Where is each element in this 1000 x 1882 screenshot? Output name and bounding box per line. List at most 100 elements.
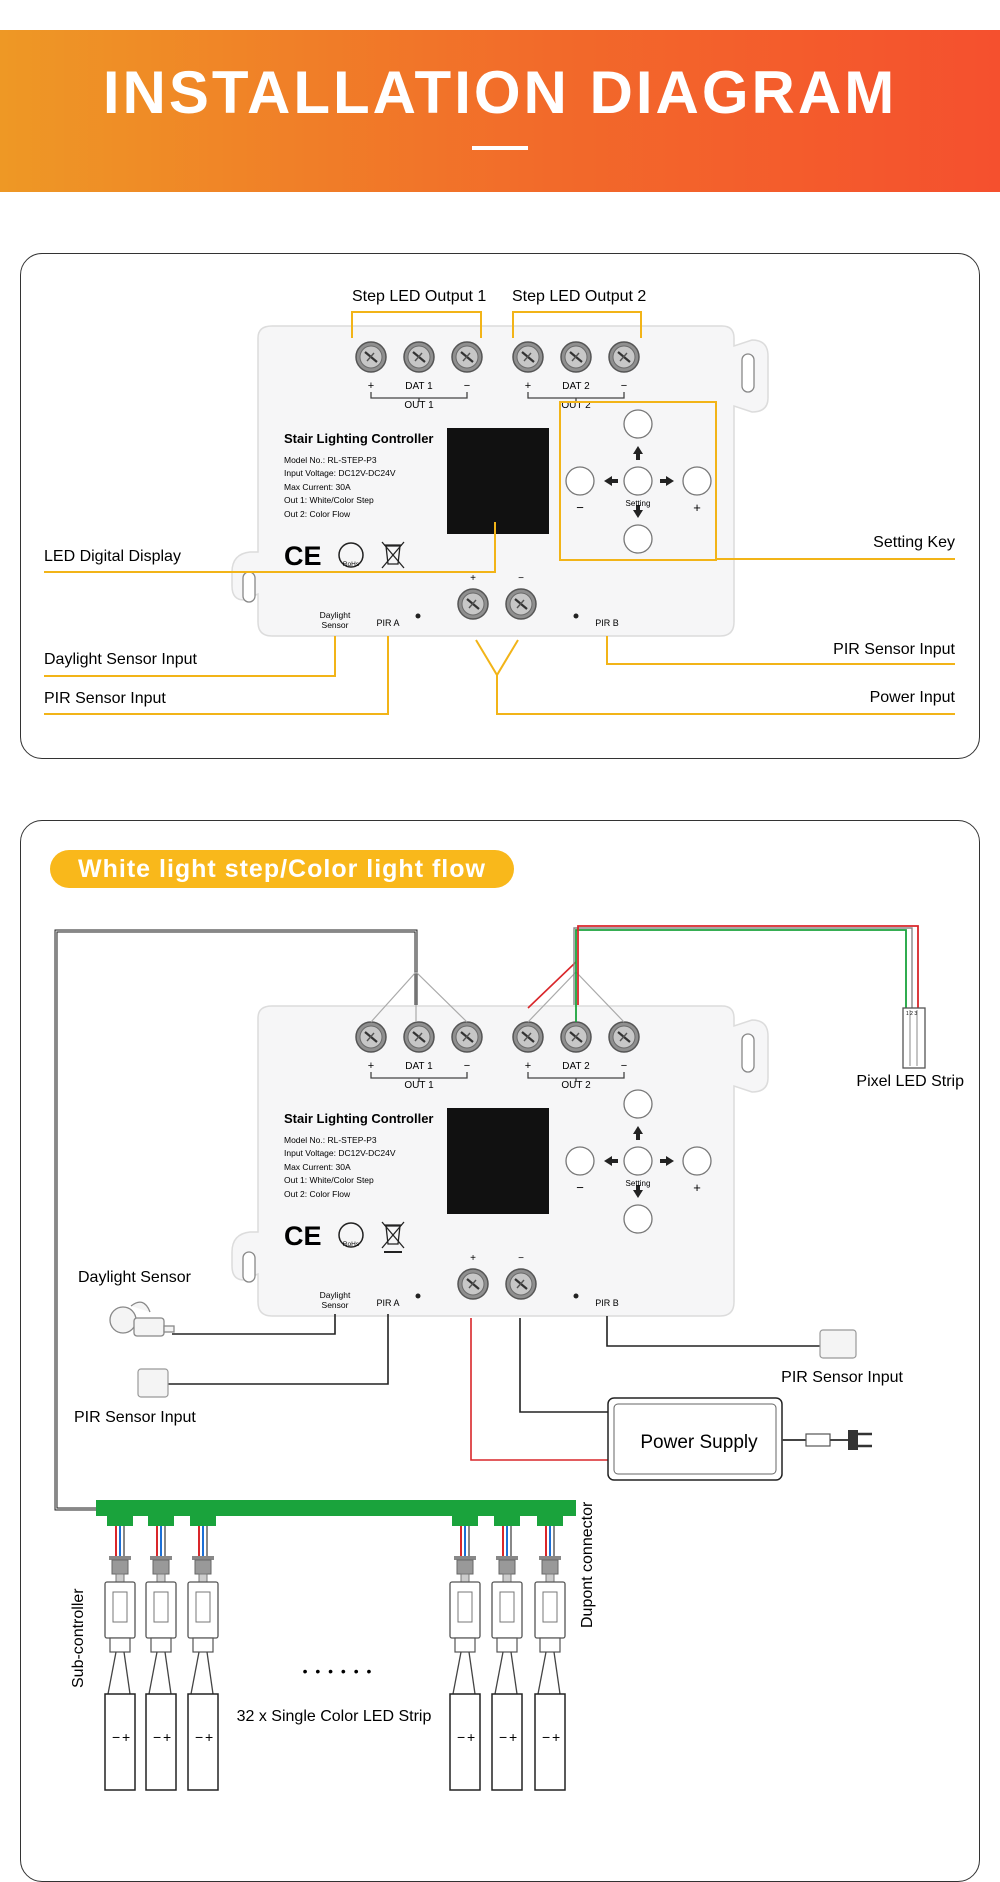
strip-ellipsis: • • • • • • <box>303 1663 374 1679</box>
out2-plus-label: + <box>525 380 531 392</box>
svg-text:+: + <box>509 1729 517 1745</box>
rohs-label-2: RoHs <box>343 1241 360 1248</box>
callout-step-led-output-2: Step LED Output 2 <box>512 288 646 305</box>
out1-minus-label-2: − <box>464 1060 470 1072</box>
pir-a-port-label: PIR A <box>376 618 399 628</box>
keypad-setting-label: Setting <box>626 499 651 508</box>
device-spec-out2-2: Out 2: Color Flow <box>284 1189 351 1199</box>
wiring-lines <box>54 925 919 1511</box>
out2-label-2: OUT 2 <box>561 1080 591 1091</box>
strip-terminal-labels: −+ −+ −+ −+ −+ −+ <box>112 1729 560 1745</box>
out2-plus-label-2: + <box>525 1060 531 1072</box>
svg-text:−: − <box>542 1729 550 1745</box>
callout-pir-sensor-input-b: PIR Sensor Input <box>833 641 955 658</box>
keypad-arrow-icons-2 <box>604 1126 674 1198</box>
label-pixel-led-strip: Pixel LED Strip <box>856 1073 964 1090</box>
power-minus-label: − <box>518 573 524 584</box>
keypad-plus-label: + <box>693 500 701 515</box>
svg-text:+: + <box>205 1729 213 1745</box>
keypad-plus-label-2: + <box>693 1180 701 1195</box>
ce-mark: CE <box>284 541 322 571</box>
power-plus-label: + <box>470 573 476 584</box>
out1-plus-label-2: + <box>368 1060 374 1072</box>
pixel-pin-labels: 1 2 3 <box>906 1011 917 1017</box>
rohs-icon <box>338 542 364 568</box>
pir-sensor-a-icon <box>137 1368 169 1398</box>
callout-leader-lines <box>44 311 955 715</box>
callout-step-led-output-1: Step LED Output 1 <box>352 288 486 305</box>
out2-minus-label-2: − <box>621 1060 627 1072</box>
device-spec-model: Model No.: RL-STEP-P3 <box>284 455 377 465</box>
callout-daylight-sensor-input: Daylight Sensor Input <box>44 651 198 668</box>
svg-text:−: − <box>499 1729 507 1745</box>
out1-dat-label-2: DAT 1 <box>405 1061 433 1072</box>
callout-power-input: Power Input <box>870 689 956 706</box>
out1-minus-label: − <box>464 380 470 392</box>
ce-mark-2: CE <box>284 1221 322 1251</box>
svg-text:+: + <box>163 1729 171 1745</box>
device-spec-current-2: Max Current: 30A <box>284 1162 351 1172</box>
device-title: Stair Lighting Controller <box>284 431 434 446</box>
sub-controller-strips <box>104 1525 566 1791</box>
weee-bin-icon-2 <box>381 1221 405 1253</box>
power-plus-label-2: + <box>470 1253 476 1264</box>
svg-text:−: − <box>112 1729 120 1745</box>
power-minus-label-2: − <box>518 1253 524 1264</box>
pir-sensor-b-icon <box>819 1329 857 1359</box>
out1-plus-label: + <box>368 380 374 392</box>
pir-b-port-label-2: PIR B <box>595 1298 619 1308</box>
keypad-setting-label-2: Setting <box>626 1179 651 1188</box>
device-spec-model-2: Model No.: RL-STEP-P3 <box>284 1135 377 1145</box>
label-pir-sensor-input-a: PIR Sensor Input <box>74 1409 196 1426</box>
out1-label: OUT 1 <box>404 400 434 411</box>
pixel-led-strip <box>902 1007 926 1069</box>
dupont-connector-bar <box>96 1500 576 1526</box>
keypad-minus-label: − <box>576 500 584 515</box>
mode-badge: White light step/Color light flow <box>50 850 514 888</box>
svg-text:+: + <box>467 1729 475 1745</box>
label-dupont-connector: Dupont connector <box>579 1501 596 1628</box>
rohs-label: RoHs <box>343 561 360 568</box>
rohs-icon-2 <box>338 1222 364 1248</box>
callout-led-digital-display: LED Digital Display <box>44 548 181 565</box>
callout-pir-sensor-input-a: PIR Sensor Input <box>44 690 166 707</box>
daylight-sensor-icon <box>109 1301 175 1337</box>
svg-text:−: − <box>195 1729 203 1745</box>
out2-minus-label: − <box>621 380 627 392</box>
out2-label: OUT 2 <box>561 400 591 411</box>
device-title-2: Stair Lighting Controller <box>284 1111 434 1126</box>
svg-text:+: + <box>122 1729 130 1745</box>
header-banner <box>0 30 1000 192</box>
label-strip-count: 32 x Single Color LED Strip <box>237 1708 432 1725</box>
label-power-supply: Power Supply <box>640 1432 758 1453</box>
keypad-arrow-icons <box>604 446 674 518</box>
device-spec-out1-2: Out 1: White/Color Step <box>284 1175 374 1185</box>
keypad-minus-label-2: − <box>576 1180 584 1195</box>
svg-text:−: − <box>153 1729 161 1745</box>
svg-text:−: − <box>457 1729 465 1745</box>
terminal-screws-out2 <box>511 340 641 374</box>
pir-a-port-label-2: PIR A <box>376 1298 399 1308</box>
device-spec-out2: Out 2: Color Flow <box>284 509 351 519</box>
out1-label-2: OUT 1 <box>404 1080 434 1091</box>
out1-dat-label: DAT 1 <box>405 381 433 392</box>
device-spec-voltage: Input Voltage: DC12V-DC24V <box>284 468 396 478</box>
power-supply <box>607 1397 872 1481</box>
device-spec-current: Max Current: 30A <box>284 482 351 492</box>
label-sub-controller: Sub-controller <box>70 1588 87 1688</box>
page-title: INSTALLATION DIAGRAM <box>102 59 898 126</box>
terminal-screws-out1 <box>354 340 484 374</box>
device-spec-out1: Out 1: White/Color Step <box>284 495 374 505</box>
out2-dat-label-2: DAT 2 <box>562 1061 590 1072</box>
out2-dat-label: DAT 2 <box>562 381 590 392</box>
svg-text:+: + <box>552 1729 560 1745</box>
device-spec-voltage-2: Input Voltage: DC12V-DC24V <box>284 1148 396 1158</box>
pir-b-port-label: PIR B <box>595 618 619 628</box>
callout-setting-key: Setting Key <box>873 534 955 551</box>
label-pir-sensor-input-b: PIR Sensor Input <box>781 1369 903 1386</box>
title-underline <box>472 146 528 150</box>
label-daylight-sensor: Daylight Sensor <box>78 1269 192 1286</box>
